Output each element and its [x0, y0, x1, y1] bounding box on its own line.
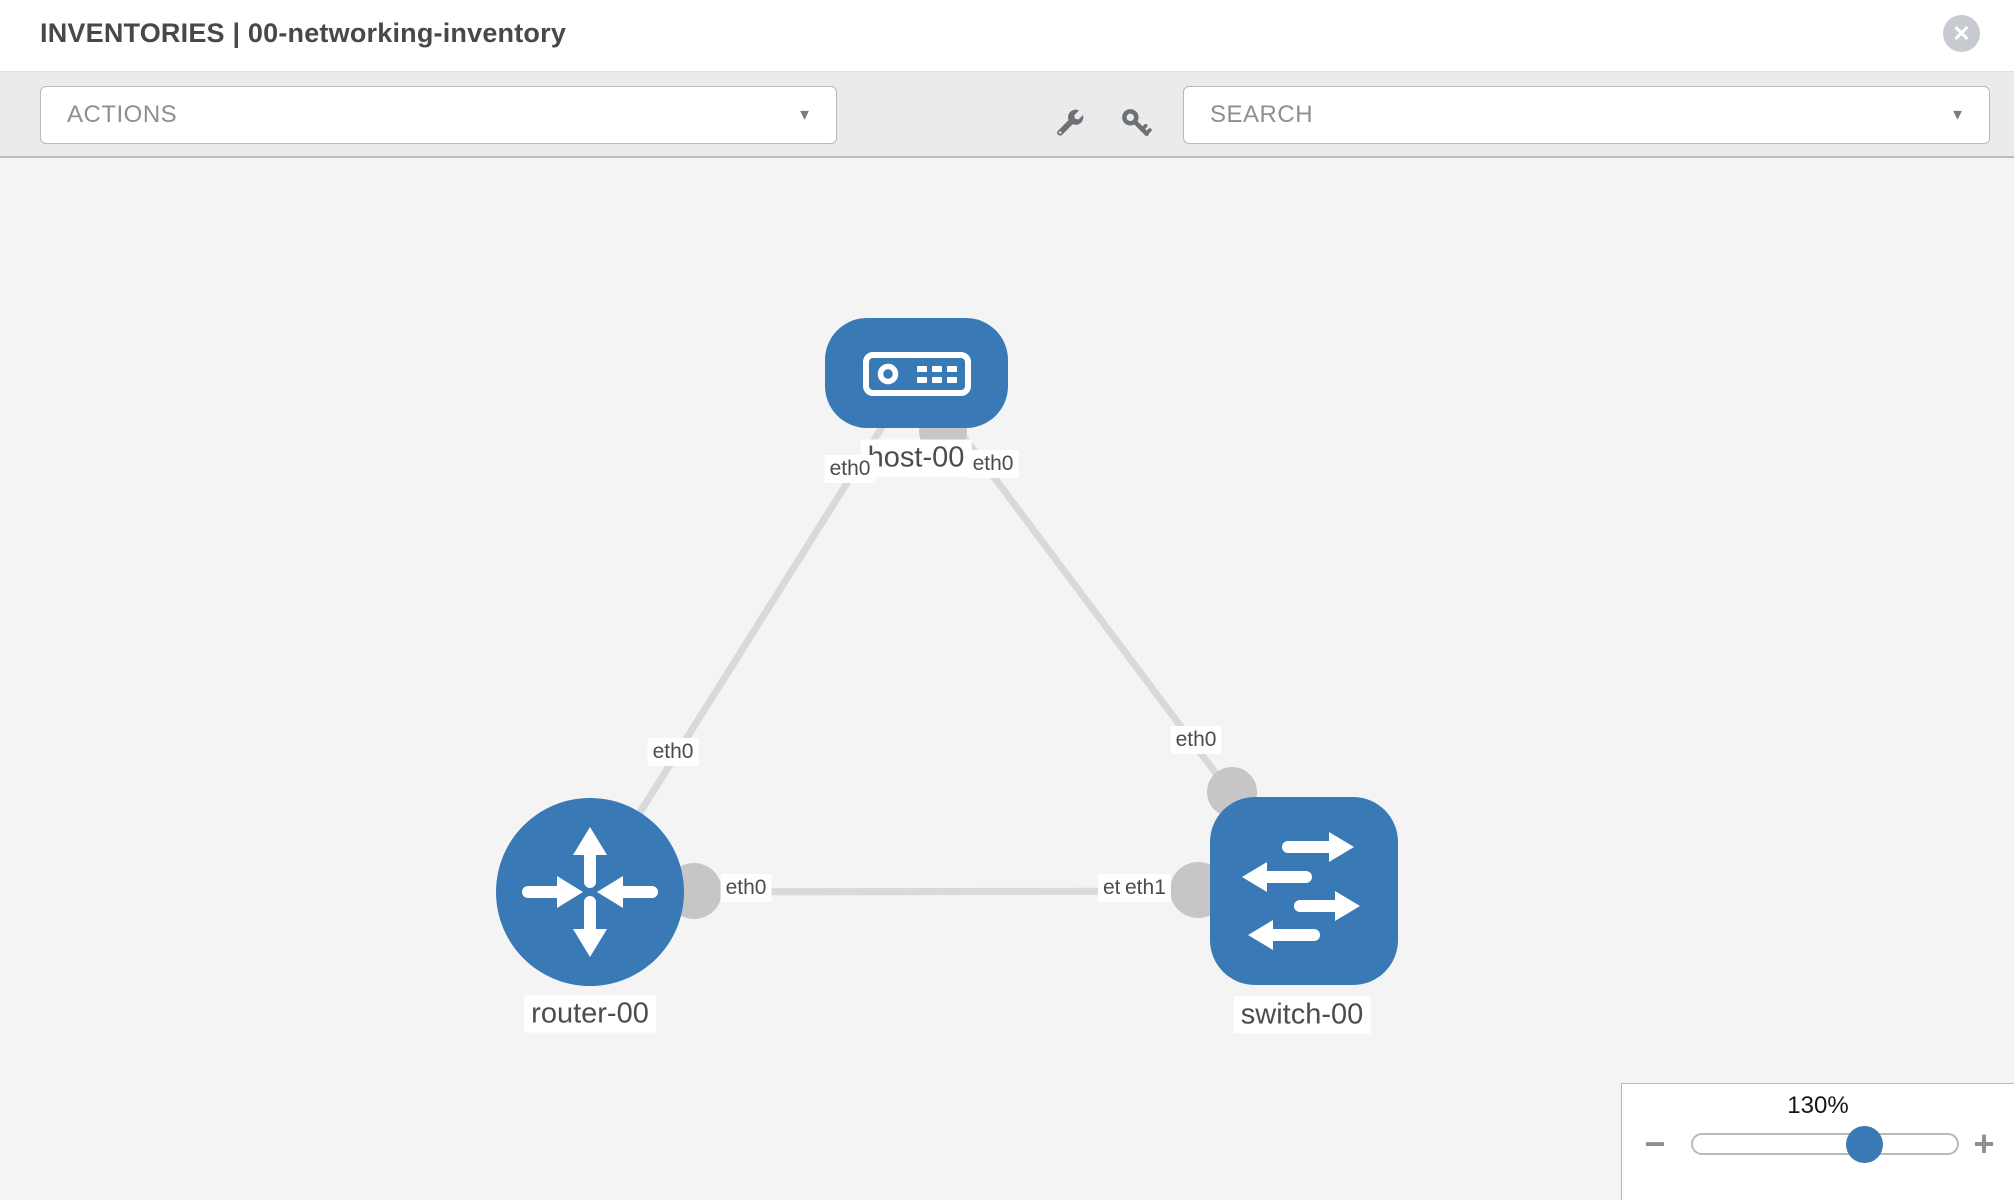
toolbar: ACTIONS ▼ SEARCH ▼	[0, 72, 2014, 158]
actions-dropdown[interactable]: ACTIONS ▼	[40, 86, 837, 144]
zoom-slider-handle[interactable]	[1846, 1126, 1883, 1163]
page-title: INVENTORIES | 00-networking-inventory	[40, 18, 567, 48]
actions-dropdown-label: ACTIONS	[67, 101, 178, 128]
node-host-00[interactable]	[825, 318, 1008, 428]
interface-label: eth0	[647, 738, 699, 766]
topology-edges	[587, 370, 1307, 919]
interface-label: eth0	[1170, 726, 1222, 754]
node-router-00[interactable]	[496, 798, 684, 986]
close-button[interactable]: ✕	[1943, 15, 1980, 52]
node-label-host: host-00	[860, 439, 972, 477]
host-icon	[862, 352, 971, 396]
switch-icon	[1242, 832, 1360, 950]
node-label-router: router-00	[524, 995, 656, 1033]
zoom-level: 130%	[1787, 1092, 1849, 1119]
node-label-switch: switch-00	[1233, 996, 1371, 1034]
credentials-button[interactable]	[1114, 101, 1158, 145]
interface-label: eth0	[720, 874, 772, 902]
interface-label: eth1	[1120, 874, 1171, 902]
chevron-down-icon: ▼	[797, 106, 812, 124]
minus-icon: −	[1644, 1123, 1666, 1164]
node-switch-00[interactable]	[1210, 797, 1398, 985]
zoom-in-button[interactable]: +	[1964, 1122, 2004, 1166]
chevron-down-icon: ▼	[1950, 106, 1965, 124]
plus-icon: +	[1973, 1123, 1995, 1164]
topology-canvas[interactable]: host-00 router-00 switch-00 eth0 eth0 et…	[0, 158, 2014, 1200]
zoom-out-button[interactable]: −	[1635, 1122, 1675, 1166]
app-header: INVENTORIES | 00-networking-inventory ✕	[0, 0, 2014, 72]
key-icon	[1122, 109, 1152, 137]
interface-label: eth0	[967, 450, 1019, 478]
zoom-slider-track[interactable]	[1691, 1133, 1959, 1155]
search-dropdown[interactable]: SEARCH ▼	[1183, 86, 1990, 144]
close-icon: ✕	[1952, 20, 1971, 46]
configure-button[interactable]	[1048, 101, 1092, 145]
wrench-icon	[1057, 109, 1084, 136]
zoom-panel: 130% − +	[1621, 1083, 2014, 1200]
interface-label: eth0	[824, 455, 876, 483]
search-placeholder: SEARCH	[1210, 101, 1314, 128]
router-icon	[522, 827, 658, 957]
